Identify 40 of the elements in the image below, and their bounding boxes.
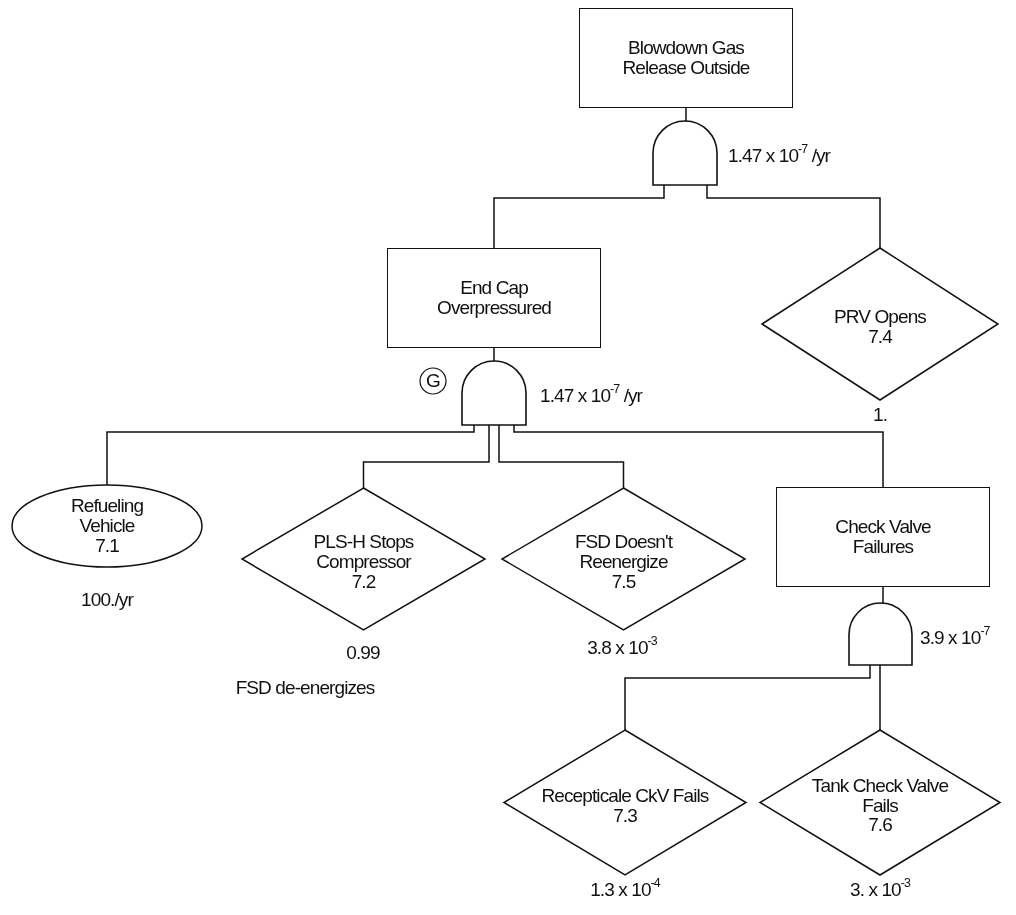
event-box — [579, 8, 793, 108]
event-label: Recepticale CkV Fails — [541, 785, 709, 806]
event-label: Refueling Vehicle — [69, 496, 145, 536]
event-id: 7.6 — [868, 815, 892, 836]
connector-line — [624, 664, 871, 731]
probability-value: 0.99 — [346, 643, 380, 662]
event-label: PLS-H Stops Compressor — [312, 532, 415, 572]
probability-value: 1. — [873, 405, 887, 424]
connector-line — [513, 424, 884, 488]
event-id: 7.5 — [611, 571, 636, 592]
event-label: FSD Doesn't Reenergize — [573, 532, 674, 572]
event-box — [387, 248, 601, 348]
probability-value: 3.8 x 10$^{-3}$ — [587, 638, 657, 657]
event-id: 7.2 — [351, 571, 376, 592]
connector-line — [498, 424, 625, 489]
event-id: 7.4 — [868, 327, 892, 347]
event-label: Tank Check Valve Fails — [810, 775, 950, 816]
probability-value: 3.9 x 10$^{-7}$ — [920, 628, 990, 647]
connector-line — [706, 184, 881, 249]
event-label: Check Valve Failures — [834, 517, 932, 557]
probability-value: 1.47 x 10$^{-7}$ /yr — [540, 386, 643, 405]
connector-line — [493, 184, 665, 249]
event-label: End Cap Overpressured — [436, 278, 552, 318]
probability-value: 1.47 x 10$^{-7}$ /yr — [728, 146, 831, 165]
event-label: Blowdown Gas Release Outside — [621, 38, 751, 78]
connector-line — [106, 424, 475, 486]
connector-line — [882, 586, 884, 604]
probability-value: 3. x 10$^{-3}$ — [850, 880, 910, 899]
event-id: 7.3 — [613, 805, 637, 826]
probability-value: 100./yr — [81, 590, 133, 609]
event-id: 7.1 — [95, 535, 119, 556]
connector-line — [879, 664, 881, 731]
event-note: FSD de-energizes — [235, 678, 375, 697]
probability-value: 1.3 x 10$^{-4}$ — [590, 880, 660, 899]
gate-id-letter: G — [426, 371, 440, 391]
connector-line — [493, 347, 495, 362]
event-box — [776, 487, 990, 587]
event-label: PRV Opens — [834, 307, 926, 327]
connector-line — [685, 107, 687, 122]
connector-line — [362, 424, 490, 489]
